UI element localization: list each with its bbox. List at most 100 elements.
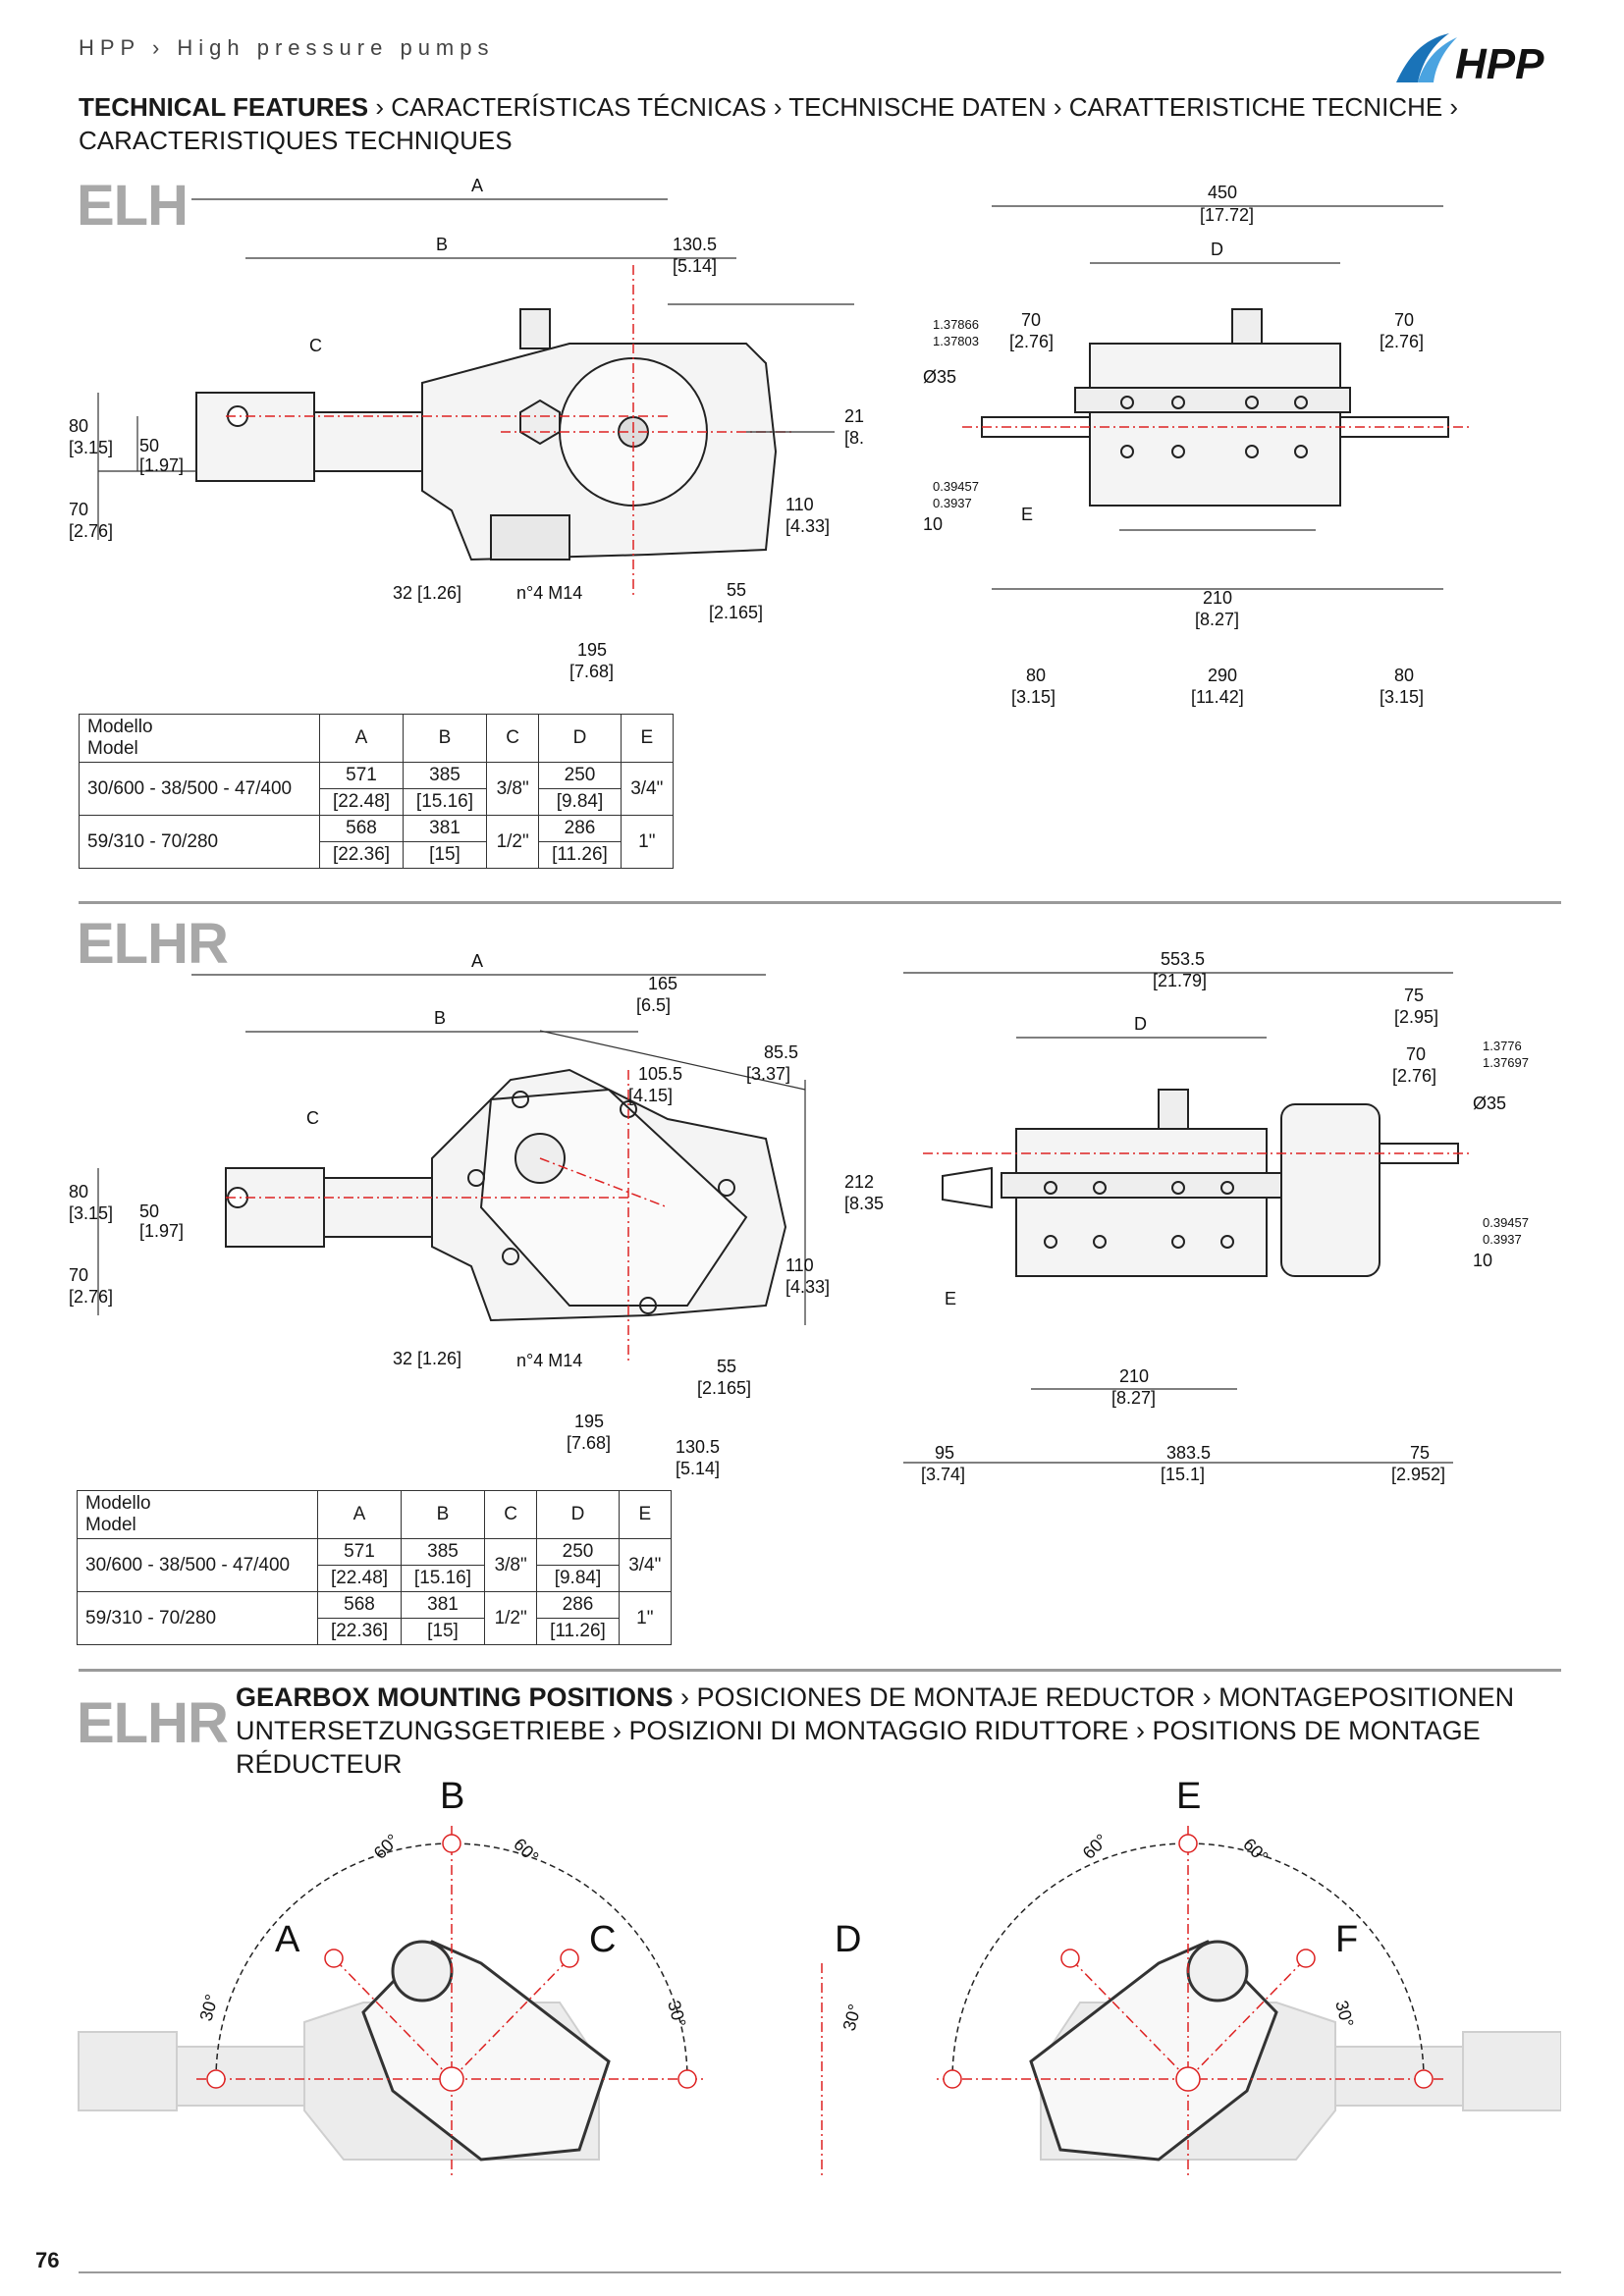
cell-d: 286 [536,1591,620,1619]
elhr-front-95-in: [3.74] [921,1465,965,1484]
table-row: 59/310 - 70/280 568 381 1/2" 286 1" [77,1591,673,1645]
pos-f-label: F [1335,1919,1358,1960]
elh-dim-32-in: [1.26] [417,583,461,603]
pos-a-label: A [275,1919,300,1960]
cell-e: 1" [620,815,675,869]
header-c: C [483,1490,538,1539]
elh-dim-70: 70 [69,500,88,519]
elh-dim-130: 130.5 [673,235,717,254]
elhr-front-shaft-in1: 1.3776 [1483,1039,1522,1053]
angle-30-left-2: 30° [839,2002,865,2033]
elh-front-80-r-in: [3.15] [1380,687,1424,707]
gearbox-positions-diagram: B A C 60° 60° 30° 30° [78,1776,1561,2179]
cell-d: 286 [538,815,622,842]
elh-dim-212-in: [8.35] [844,428,864,448]
elhr-dim-85: 85.5 [764,1042,798,1062]
elh-dim-55: 55 [727,580,746,600]
elhr-front-key-in2: 0.3937 [1483,1232,1522,1247]
cell-b-in: [15] [400,1618,485,1645]
elhr-dim-50-in: [1.97] [139,1221,184,1241]
elhr-dim-c: C [306,1108,319,1128]
cell-a-in: [22.36] [317,1618,402,1645]
elhr-dim-130-in: [5.14] [676,1459,720,1478]
table-row: 59/310 - 70/280 568 381 1/2" 286 1" [79,815,675,869]
cell-model: 59/310 - 70/280 [79,815,320,869]
cell-model: 30/600 - 38/500 - 47/400 [79,762,320,816]
gearbox-title-bold: GEARBOX MOUNTING POSITIONS [236,1682,674,1712]
features-bold: TECHNICAL FEATURES [79,92,369,122]
cell-b: 381 [400,1591,485,1619]
elh-front-drawing: 450 [17.72] D 70 [2.76] 70 [2.76] Ø35 1.… [923,183,1473,707]
cell-b-in: [15.16] [400,1565,485,1592]
elhr-front-e: E [945,1289,956,1308]
header-e: E [618,1490,673,1539]
cell-e: 3/4" [618,1538,673,1592]
elhr-dim-70: 70 [69,1265,88,1285]
elhr-dim-165: 165 [648,974,677,993]
angle-60-left: 60° [370,1830,403,1862]
elh-dim-50: 50 [139,436,159,455]
cell-model: 59/310 - 70/280 [77,1591,318,1645]
elhr-front-shaft: Ø35 [1473,1094,1506,1113]
elhr-front-383-in: [15.1] [1161,1465,1205,1484]
gearbox-label: ELHR [77,1691,229,1755]
gearbox-title: GEARBOX MOUNTING POSITIONS › POSICIONES … [236,1681,1571,1781]
elh-dim-b: B [436,235,448,254]
elhr-dim-130: 130.5 [676,1437,720,1457]
elhr-front-75-in: [2.95] [1394,1007,1438,1027]
elhr-dim-85-in: [3.37] [746,1064,790,1084]
cell-a: 571 [319,762,404,789]
elh-dim-195-in: [7.68] [569,662,614,681]
table-row: 30/600 - 38/500 - 47/400 571 385 3/8" 25… [79,762,675,816]
elhr-front-210: 210 [1119,1366,1149,1386]
cell-d-in: [11.26] [536,1618,620,1645]
elhr-front-75: 75 [1404,986,1424,1005]
elhr-label: ELHR [77,912,229,976]
elh-front-shaft: Ø35 [923,367,956,387]
brand-header: HPP › High pressure pumps [79,35,495,60]
header-c: C [485,714,540,763]
header-b: B [402,714,487,763]
elhr-dim-55-in: [2.165] [697,1378,751,1398]
section-divider [79,901,1561,904]
cell-e: 3/4" [620,762,675,816]
elhr-side-drawing: A B 165 [6.5] 85.5 [3.37] 105.5 [4.15] C… [69,951,884,1478]
elhr-dim-110: 110 [785,1255,814,1275]
elh-dim-80-in: [3.15] [69,438,113,457]
elh-front-shaft-in1: 1.37866 [933,317,979,332]
elh-front-80-l: 80 [1026,666,1046,685]
elh-front-70-l: 70 [1021,310,1041,330]
elhr-dim-a: A [471,951,483,971]
angle-30-right: 30° [664,1999,689,2029]
cell-b: 381 [402,815,487,842]
elh-dim-212: 212 [844,406,864,426]
cell-d-in: [9.84] [536,1565,620,1592]
cell-b: 385 [402,762,487,789]
elh-front-d: D [1211,240,1223,259]
elh-dim-55-in: [2.165] [709,603,763,622]
elh-dim-50-in: [1.97] [139,455,184,475]
cell-model: 30/600 - 38/500 - 47/400 [77,1538,318,1592]
elhr-dim-105-in: [4.15] [628,1086,673,1105]
cell-a-in: [22.36] [319,841,404,869]
elhr-front-383: 383.5 [1166,1443,1211,1463]
elhr-dim-50: 50 [139,1201,159,1221]
elh-dim-32: 32 [393,583,412,603]
cell-c: 3/8" [485,762,540,816]
elh-front-70-r: 70 [1394,310,1414,330]
cell-a-in: [22.48] [317,1565,402,1592]
elh-front-210-in: [8.27] [1195,610,1239,629]
elhr-dim-212: 212 [844,1172,874,1192]
header-d: D [536,1490,620,1539]
angle-30-left: 30° [196,1993,222,2023]
elhr-front-shaft-in2: 1.37697 [1483,1055,1529,1070]
table-row: 30/600 - 38/500 - 47/400 571 385 3/8" 25… [77,1538,673,1592]
elhr-dim-32-in: [1.26] [417,1349,461,1368]
elh-front-shaft-in2: 1.37803 [933,334,979,348]
elhr-dim-32: 32 [393,1349,412,1368]
elh-dim-80: 80 [69,416,88,436]
elh-front-key: 10 [923,514,943,534]
